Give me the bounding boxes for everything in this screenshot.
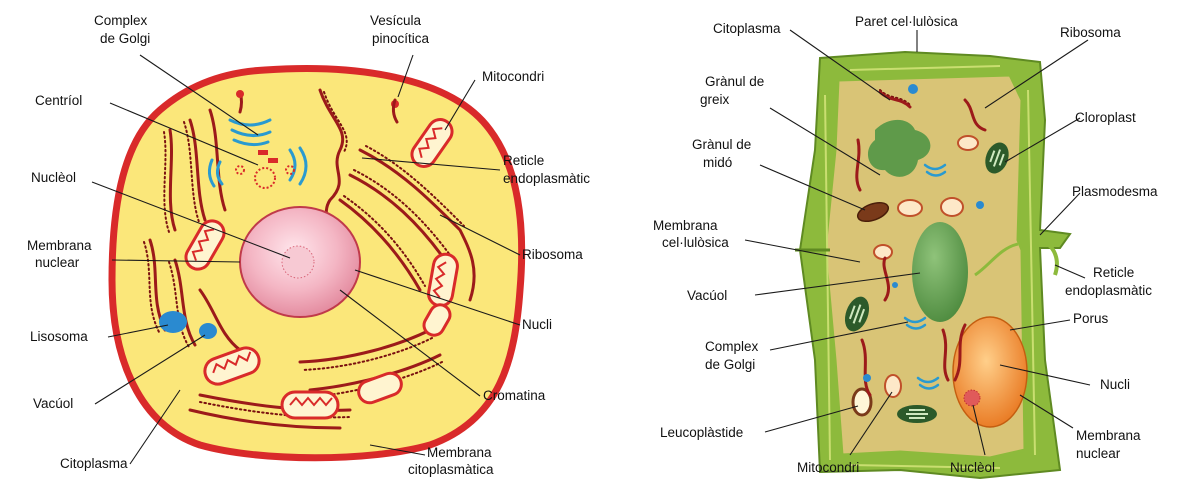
label-p-cellulose-membrane-2: cel·lulòsica — [662, 235, 729, 250]
plant-vacuole — [912, 222, 968, 322]
label-golgi-1: Complex — [94, 13, 148, 28]
label-centriole: Centríol — [35, 93, 82, 108]
plant-cell: Citoplasma Paret cel·lulòsica Ribosoma G… — [653, 14, 1158, 478]
animal-cell: Complex de Golgi Vesícula pinocítica Mit… — [27, 13, 590, 477]
label-plasma-membrane-1: Membrana — [427, 445, 492, 460]
label-p-starch-2: midó — [703, 155, 732, 170]
label-p-starch-1: Grànul de — [692, 137, 751, 152]
label-p-vacuole: Vacúol — [687, 288, 727, 303]
label-p-leucoplast: Leucoplàstide — [660, 425, 743, 440]
label-nuclear-membrane-2: nuclear — [35, 255, 80, 270]
label-vesicle-1: Vesícula — [370, 13, 422, 28]
label-p-cell-wall: Paret cel·lulòsica — [855, 14, 958, 29]
label-p-pore: Porus — [1073, 311, 1109, 326]
label-chromatin: Cromatina — [483, 388, 546, 403]
animal-nucleus — [240, 207, 360, 317]
animal-nucleolus — [282, 246, 314, 278]
label-p-chloroplast: Cloroplast — [1075, 110, 1136, 125]
label-er-2: endoplasmàtic — [503, 171, 590, 186]
plant-nucleus — [953, 317, 1027, 427]
lysosome-1 — [159, 311, 187, 333]
label-p-nucleolus: Nuclèol — [950, 460, 995, 475]
plant-nucleolus — [964, 390, 980, 406]
label-p-golgi-1: Complex — [705, 339, 759, 354]
label-p-plasmodesma: Plasmodesma — [1072, 184, 1158, 199]
label-p-nuclear-membrane-1: Membrana — [1076, 428, 1141, 443]
label-p-mitochondrion: Mitocondri — [797, 460, 859, 475]
label-plasma-membrane-2: citoplasmàtica — [408, 462, 494, 477]
label-vacuole: Vacúol — [33, 396, 73, 411]
label-er-1: Reticle — [503, 153, 544, 168]
label-lysosome: Lisosoma — [30, 329, 88, 344]
label-nuclear-membrane-1: Membrana — [27, 238, 92, 253]
label-cytoplasm: Citoplasma — [60, 456, 128, 471]
label-p-cytoplasm: Citoplasma — [713, 21, 781, 36]
label-p-nuclear-membrane-2: nuclear — [1076, 446, 1121, 461]
label-p-fat-granule-2: greix — [700, 92, 730, 107]
label-nucleolus: Nuclèol — [31, 170, 76, 185]
label-p-nucleus: Nucli — [1100, 377, 1130, 392]
label-p-golgi-2: de Golgi — [705, 357, 755, 372]
label-p-fat-granule-1: Grànul de — [705, 74, 764, 89]
label-golgi-2: de Golgi — [100, 31, 150, 46]
label-nucleus: Nucli — [522, 317, 552, 332]
label-p-er-1: Reticle — [1093, 265, 1134, 280]
label-p-ribosome: Ribosoma — [1060, 25, 1121, 40]
label-vesicle-2: pinocítica — [372, 31, 430, 46]
label-p-cellulose-membrane-1: Membrana — [653, 218, 718, 233]
label-mitochondrion: Mitocondri — [482, 69, 544, 84]
label-ribosome: Ribosoma — [522, 247, 583, 262]
label-p-er-2: endoplasmàtic — [1065, 283, 1152, 298]
